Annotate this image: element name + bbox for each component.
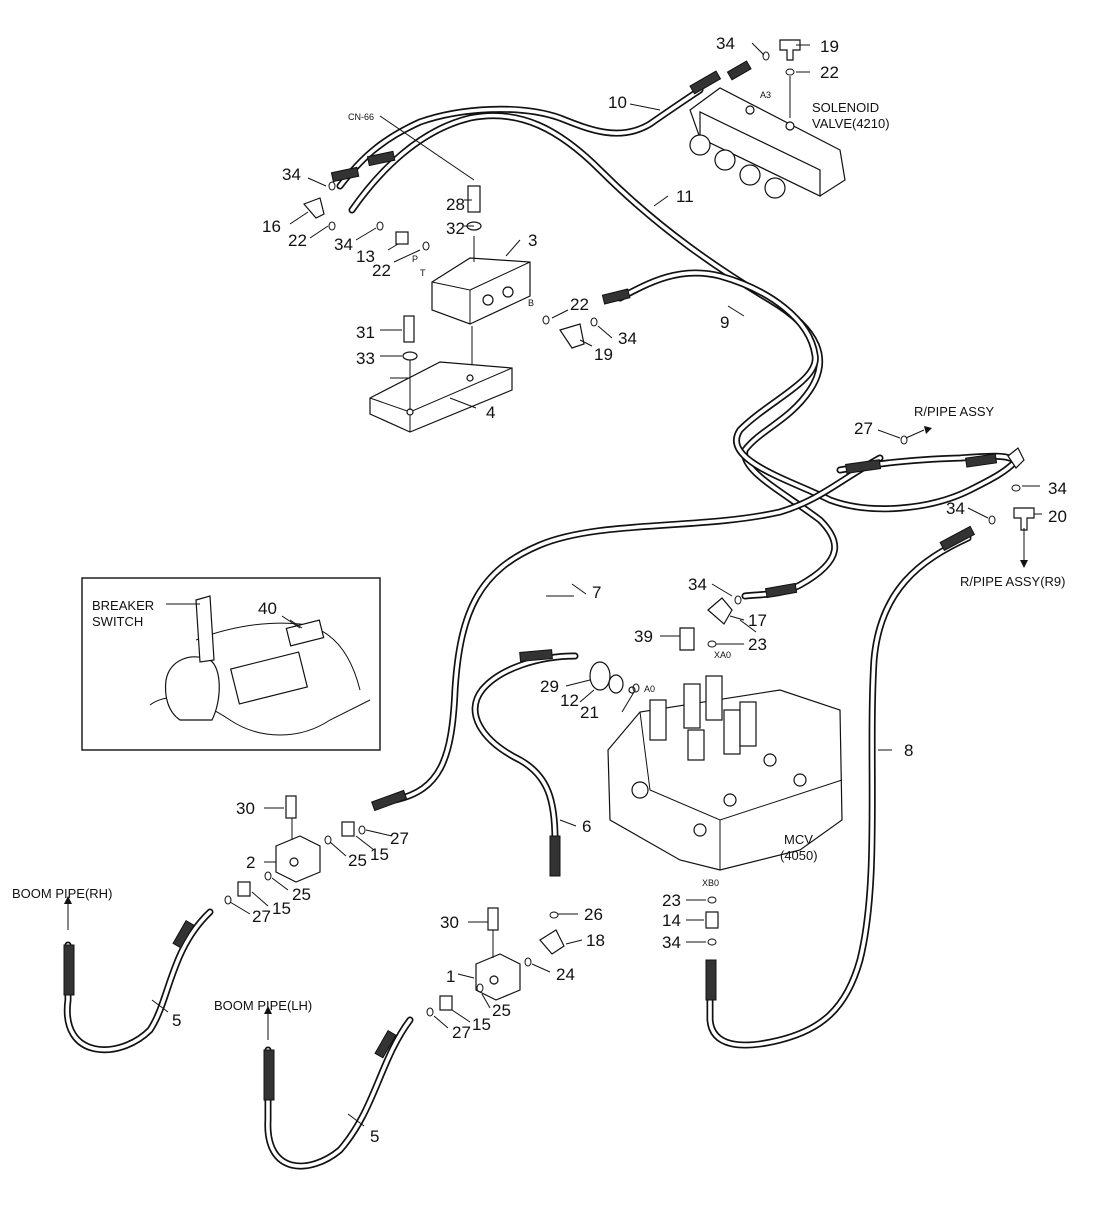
label-34: 34: [946, 499, 965, 518]
label-25: 25: [348, 851, 367, 870]
mcv-label-line1: MCV: [784, 832, 813, 847]
elbows-and-tees: [302, 39, 1035, 955]
label-18: 18: [586, 931, 605, 950]
label-30: 30: [440, 913, 459, 932]
label-34: 34: [662, 933, 681, 952]
label-15: 15: [272, 899, 291, 918]
label-23: 23: [748, 635, 767, 654]
label-34: 34: [618, 329, 637, 348]
label-28: 28: [446, 195, 465, 214]
rpipe-assy-r9-label: R/PIPE ASSY(R9): [960, 574, 1065, 589]
flange: [589, 661, 636, 694]
label-4: 4: [486, 403, 495, 422]
label-23: 23: [662, 891, 681, 910]
label-8: 8: [904, 741, 913, 760]
label-34: 34: [334, 235, 353, 254]
mounting-plate: [369, 358, 513, 433]
port-p-label: P: [412, 254, 418, 264]
solenoid-label-line1: SOLENOID: [812, 100, 879, 115]
o-rings-and-adapters: [224, 51, 1021, 1017]
label-7: 7: [592, 583, 601, 602]
port-xb0-label: XB0: [702, 878, 719, 888]
port-a0-label: A0: [644, 684, 655, 694]
label-15: 15: [472, 1015, 491, 1034]
label-34: 34: [688, 575, 707, 594]
label-9: 9: [720, 313, 729, 332]
leader-lines: [64, 42, 1042, 1127]
label-40: 40: [258, 599, 277, 618]
breaker-switch-inset: [81, 577, 381, 751]
label-31: 31: [356, 323, 375, 342]
label-10: 10: [608, 93, 627, 112]
label-30: 30: [236, 799, 255, 818]
label-6: 6: [582, 817, 591, 836]
label-2: 2: [246, 853, 255, 872]
mcv-valve: XA0 A0 XB0: [607, 650, 843, 888]
hose-pipes: [63, 86, 1022, 1170]
rpipe-assy-label: R/PIPE ASSY: [914, 404, 995, 419]
label-12: 12: [560, 691, 579, 710]
label-27: 27: [252, 907, 271, 926]
label-3: 3: [528, 231, 537, 250]
label-20: 20: [1048, 507, 1067, 526]
label-33: 33: [356, 349, 375, 368]
port-a3-label: A3: [760, 90, 771, 100]
label-16: 16: [262, 217, 281, 236]
boom-pipe-lh-label: BOOM PIPE(LH): [214, 998, 312, 1013]
label-15: 15: [370, 845, 389, 864]
label-5: 5: [370, 1127, 379, 1146]
label-25: 25: [292, 885, 311, 904]
label-19: 19: [820, 37, 839, 56]
label-17: 17: [748, 611, 767, 630]
label-24: 24: [556, 965, 575, 984]
solenoid-valve: A3: [689, 87, 846, 199]
label-27: 27: [854, 419, 873, 438]
label-27: 27: [390, 829, 409, 848]
label-5: 5: [172, 1011, 181, 1030]
port-xa0-label: XA0: [714, 650, 731, 660]
label-29: 29: [540, 677, 559, 696]
label-1: 1: [446, 967, 455, 986]
label-19: 19: [594, 345, 613, 364]
breaker-label-line1: BREAKER: [92, 598, 154, 613]
label-14: 14: [662, 911, 681, 930]
label-34: 34: [1048, 479, 1067, 498]
label-34: 34: [716, 34, 735, 53]
label-21: 21: [580, 703, 599, 722]
solenoid-label-line2: VALVE(4210): [812, 116, 890, 131]
bolts: [285, 185, 499, 931]
label-22: 22: [372, 261, 391, 280]
breaker-label-line2: SWITCH: [92, 614, 143, 629]
label-11: 11: [676, 187, 694, 206]
block-2: [275, 818, 321, 883]
label-22: 22: [288, 231, 307, 250]
label-27: 27: [452, 1023, 471, 1042]
boom-pipe-rh-label: BOOM PIPE(RH): [12, 886, 112, 901]
part-number-labels: 34 19 22 10 11 34 16 22 34 13 22 28 32 3…: [172, 34, 1067, 1146]
hose-fittings: [63, 60, 998, 1101]
connector-cn66-label: CN-66: [348, 112, 374, 122]
label-22: 22: [570, 295, 589, 314]
label-25: 25: [492, 1001, 511, 1020]
label-13: 13: [356, 247, 375, 266]
mcv-label-line2: (4050): [780, 848, 818, 863]
breaker-valve-block: P T B: [412, 236, 534, 380]
label-39: 39: [634, 627, 653, 646]
callout-text: SOLENOID VALVE(4210) CN-66 R/PIPE ASSY R…: [12, 100, 1065, 1013]
port-t-label: T: [420, 268, 426, 278]
label-32: 32: [446, 219, 465, 238]
port-b-label: B: [528, 298, 534, 308]
block-1: [475, 930, 521, 1001]
label-22: 22: [820, 63, 839, 82]
label-34: 34: [282, 165, 301, 184]
label-26: 26: [584, 905, 603, 924]
